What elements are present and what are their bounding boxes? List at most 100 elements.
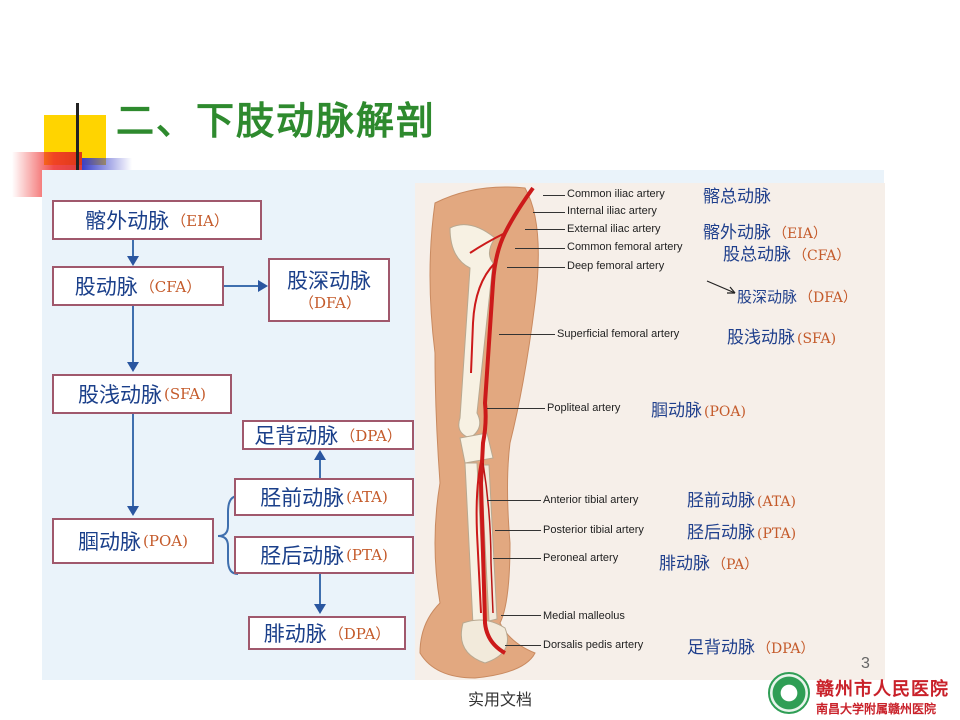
label-external-iliac-en: External iliac artery xyxy=(567,223,661,235)
label-popliteal-en: Popliteal artery xyxy=(547,402,621,414)
label-dorsalis-pedis-zh-text: 足背动脉 xyxy=(687,638,755,658)
hospital-affiliation: 南昌大学附属赣州医院 xyxy=(816,702,937,716)
label-superficial-femoral-zh-text: 股浅动脉 xyxy=(727,328,795,348)
arrow-right-icon xyxy=(258,280,268,292)
flow-connector xyxy=(132,306,134,362)
flow-connector xyxy=(319,458,321,478)
flow-box-cfa-name: 股动脉 xyxy=(74,275,138,299)
flow-box-ata-name: 胫前动脉 xyxy=(260,486,345,510)
flow-box-ata: 胫前动脉(ATA) xyxy=(234,478,414,516)
label-external-iliac-zh-text: 髂外动脉 xyxy=(703,223,771,243)
leader-line xyxy=(505,645,541,646)
flow-box-poa-abbr: (POA) xyxy=(143,532,188,550)
leg-artery-illustration: Common iliac artery 髂总动脉 Internal iliac … xyxy=(415,183,885,680)
title-decoration-blue xyxy=(82,158,132,172)
label-deep-femoral-abbr: （DFA） xyxy=(799,290,857,306)
flow-box-dpa-name: 足背动脉 xyxy=(254,424,339,448)
label-peroneal-en: Peroneal artery xyxy=(543,552,619,564)
label-posterior-tibial-abbr: (PTA) xyxy=(757,526,797,542)
flow-connector xyxy=(132,414,134,508)
leader-line xyxy=(515,248,565,249)
flow-connector xyxy=(224,285,260,287)
label-peroneal-zh-text: 腓动脉 xyxy=(659,554,710,574)
leader-line xyxy=(487,408,545,409)
label-popliteal-zh-text: 腘动脉 xyxy=(651,401,702,421)
label-external-iliac-abbr: （EIA） xyxy=(773,226,827,242)
label-superficial-femoral-en: Superficial femoral artery xyxy=(557,328,680,340)
label-common-femoral-zh-text: 股总动脉 xyxy=(723,245,791,265)
hospital-name: 赣州市人民医院 xyxy=(816,679,949,700)
label-posterior-tibial-zh-text: 胫后动脉 xyxy=(687,523,755,543)
flow-connector xyxy=(319,574,321,606)
label-superficial-femoral-abbr: (SFA) xyxy=(797,331,837,347)
flow-box-cfa-abbr: （CFA） xyxy=(139,277,202,296)
label-internal-iliac-en: Internal iliac artery xyxy=(567,205,657,217)
label-dorsalis-pedis-zh: 足背动脉（DPA） xyxy=(687,633,814,658)
leader-line xyxy=(499,334,555,335)
label-deep-femoral-zh-text: 股深动脉 xyxy=(737,288,798,306)
leader-line xyxy=(487,500,541,501)
leg-anatomy-drawing xyxy=(419,186,539,679)
flow-box-sfa-abbr: (SFA) xyxy=(164,385,206,403)
flow-box-pta-abbr: (PTA) xyxy=(346,546,388,564)
hospital-logo-icon xyxy=(768,672,810,714)
label-medial-malleolus-en: Medial malleolus xyxy=(543,610,625,622)
slide-title: 二、下肢动脉解剖 xyxy=(116,99,437,143)
arrow-down-icon xyxy=(127,256,139,266)
label-common-iliac-en: Common iliac artery xyxy=(567,188,665,200)
leader-line xyxy=(533,212,565,213)
flow-box-pa-name: 腓动脉 xyxy=(263,622,327,646)
label-common-iliac-zh: 髂总动脉 xyxy=(703,183,771,207)
flow-box-cfa: 股动脉（CFA） xyxy=(52,266,224,306)
label-deep-femoral-en: Deep femoral artery xyxy=(567,260,665,272)
label-anterior-tibial-zh: 胫前动脉(ATA) xyxy=(687,486,796,511)
label-common-femoral-abbr: （CFA） xyxy=(793,248,851,264)
label-posterior-tibial-zh: 胫后动脉(PTA) xyxy=(687,518,796,543)
arrow-down-icon xyxy=(127,362,139,372)
label-anterior-tibial-en: Anterior tibial artery xyxy=(543,494,639,506)
label-superficial-femoral-zh: 股浅动脉(SFA) xyxy=(727,323,836,348)
flow-box-eia-name: 髂外动脉 xyxy=(85,209,170,233)
label-common-iliac-zh-text: 髂总动脉 xyxy=(703,187,771,207)
flow-box-sfa: 股浅动脉(SFA) xyxy=(52,374,232,414)
label-deep-femoral-zh: 股深动脉（DFA） xyxy=(737,286,857,307)
leader-line xyxy=(501,615,541,616)
leader-line xyxy=(495,530,541,531)
label-dorsalis-pedis-abbr: （DPA） xyxy=(757,641,815,657)
label-popliteal-abbr: (POA) xyxy=(704,404,746,420)
label-peroneal-abbr: （PA） xyxy=(712,557,759,573)
footer-text: 实用文档 xyxy=(468,690,533,709)
flow-box-pa: 腓动脉（DPA） xyxy=(248,616,406,650)
page-number: 3 xyxy=(861,655,870,672)
arrow-up-icon xyxy=(314,450,326,460)
flow-brace xyxy=(217,495,239,575)
flow-box-pta-name: 胫后动脉 xyxy=(260,544,345,568)
flow-box-sfa-name: 股浅动脉 xyxy=(78,383,163,407)
label-peroneal-zh: 腓动脉（PA） xyxy=(659,549,758,574)
flow-box-dfa-name: 股深动脉 xyxy=(287,268,371,293)
arrow-down-icon xyxy=(314,604,326,614)
flow-box-dpa-abbr: （DPA） xyxy=(340,426,402,445)
label-common-femoral-en: Common femoral artery xyxy=(567,241,683,253)
flow-box-eia-abbr: （EIA） xyxy=(171,211,229,230)
label-anterior-tibial-zh-text: 胫前动脉 xyxy=(687,491,755,511)
flow-box-ata-abbr: (ATA) xyxy=(346,488,388,506)
label-external-iliac-zh: 髂外动脉（EIA） xyxy=(703,218,827,243)
leader-line xyxy=(525,229,565,230)
label-anterior-tibial-abbr: (ATA) xyxy=(757,494,796,510)
label-common-femoral-zh: 股总动脉（CFA） xyxy=(723,240,850,265)
arrow-down-icon xyxy=(127,506,139,516)
label-posterior-tibial-en: Posterior tibial artery xyxy=(543,524,644,536)
flow-box-poa-name: 腘动脉 xyxy=(78,530,142,554)
flow-box-eia: 髂外动脉（EIA） xyxy=(52,200,262,240)
flow-box-dfa: 股深动脉 （DFA） xyxy=(268,258,390,322)
leader-line xyxy=(507,267,565,268)
flow-box-dpa: 足背动脉（DPA） xyxy=(242,420,414,450)
title-decoration-vertical-line xyxy=(76,103,79,188)
arrow-right-icon xyxy=(706,280,736,294)
flow-box-pta: 胫后动脉(PTA) xyxy=(234,536,414,574)
label-popliteal-zh: 腘动脉(POA) xyxy=(651,396,746,421)
label-dorsalis-pedis-en: Dorsalis pedis artery xyxy=(543,639,644,651)
leader-line xyxy=(543,195,565,196)
flow-box-pa-abbr: （DPA） xyxy=(328,624,391,643)
